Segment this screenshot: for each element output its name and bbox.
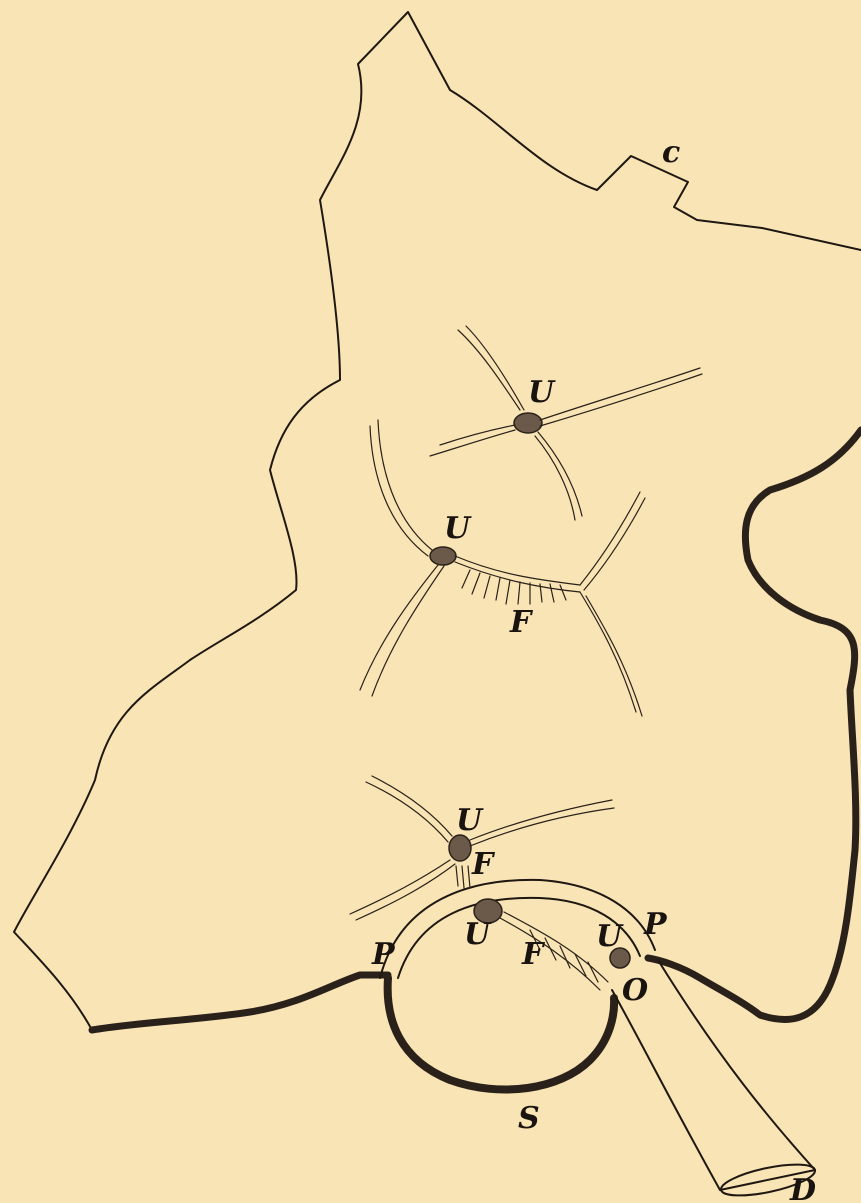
outline-left-contour: [14, 12, 861, 1030]
fibres-top: [430, 326, 702, 520]
outline-bottom-contour: [92, 975, 388, 1030]
outline-right-contour: [648, 430, 861, 1020]
spot-low: [449, 835, 471, 861]
fibres-mid: [360, 420, 645, 716]
label-u-base-left: U: [464, 917, 492, 952]
label-u-base-right: U: [596, 919, 624, 954]
label-u-mid: U: [444, 511, 472, 546]
label-s: S: [518, 1101, 540, 1136]
label-p-right: P: [643, 907, 668, 942]
label-p-left: P: [371, 937, 396, 972]
label-u-top: U: [528, 375, 556, 410]
label-c: c: [662, 135, 680, 170]
label-u-low: U: [456, 803, 484, 838]
label-f-base: F: [521, 937, 546, 972]
label-d: D: [789, 1173, 816, 1203]
spot-top: [514, 413, 542, 433]
label-o: O: [622, 973, 648, 1008]
spot-mid: [430, 547, 456, 565]
label-f-mid: F: [509, 605, 534, 640]
stomach-sac-outline: [388, 978, 614, 1090]
fibres-base: [500, 912, 608, 990]
label-f-low: F: [471, 847, 496, 882]
